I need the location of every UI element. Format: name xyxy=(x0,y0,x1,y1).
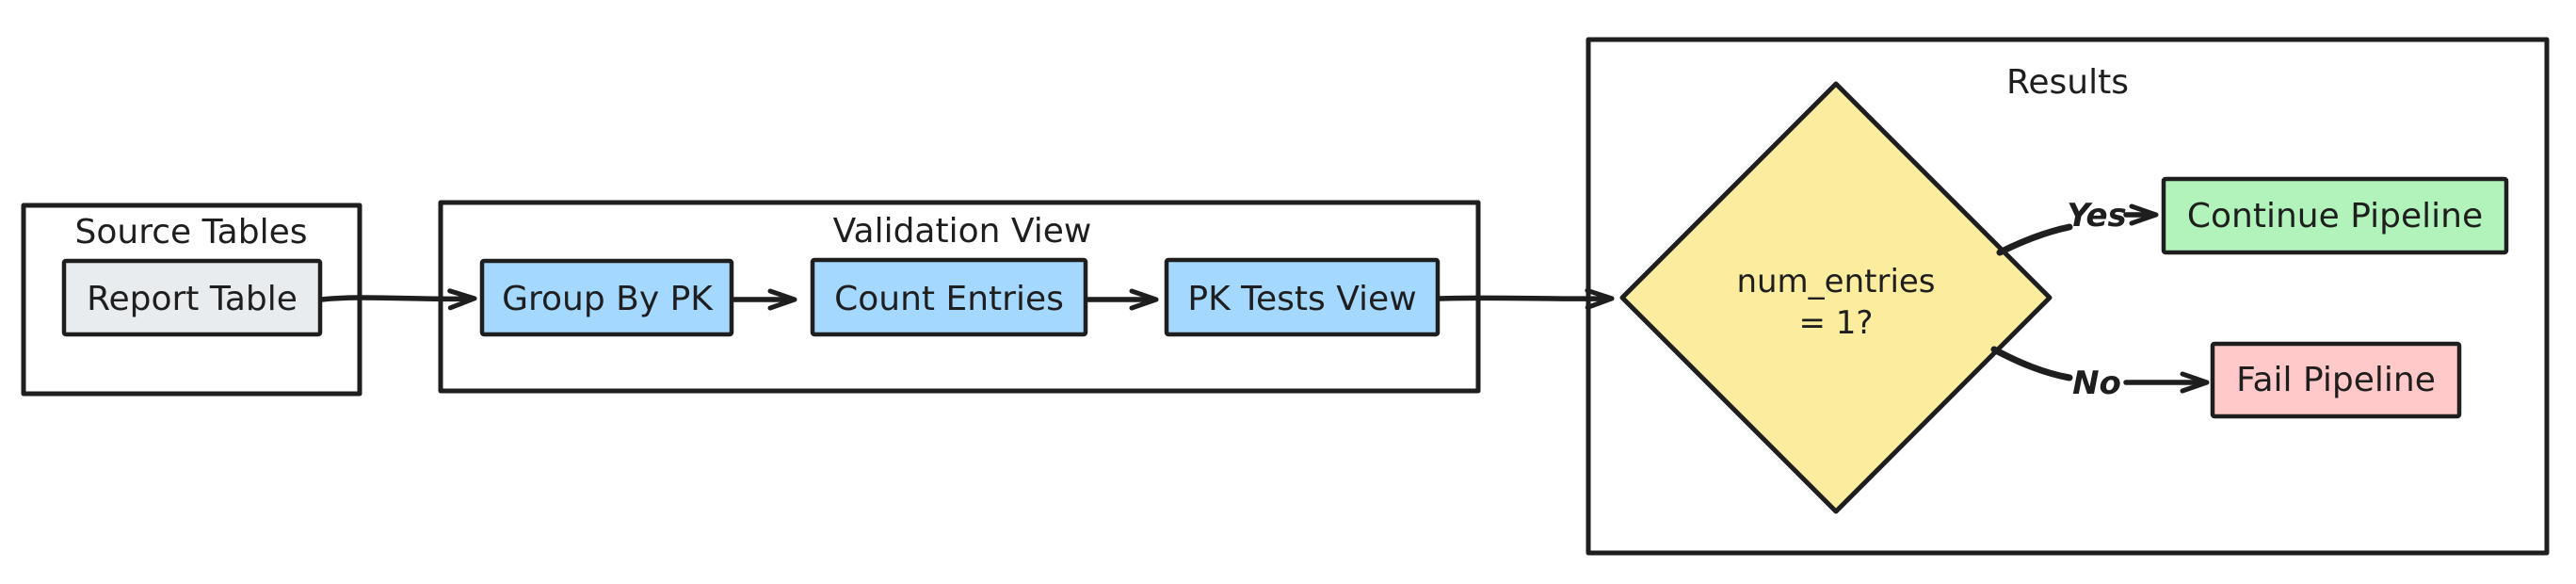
node-continue-pipeline-label: Continue Pipeline xyxy=(2187,197,2483,235)
source-tables-title: Source Tables xyxy=(75,213,308,251)
no-label: No xyxy=(2072,365,2121,402)
arrow-pk-to-decision xyxy=(1436,287,1615,310)
no-branch-line xyxy=(1990,346,2073,381)
node-report-table-label: Report Table xyxy=(87,280,298,318)
node-group-by-pk xyxy=(479,258,734,337)
node-fail-pipeline xyxy=(2210,341,2462,419)
yes-branch-line xyxy=(1996,223,2073,256)
node-group-by-pk-label: Group By PK xyxy=(502,280,714,318)
decision-diamond xyxy=(1619,81,2053,514)
node-continue-pipeline xyxy=(2161,176,2509,255)
yes-label: Yes xyxy=(2067,197,2127,235)
node-count-entries-label: Count Entries xyxy=(834,280,1064,318)
validation-view-title: Validation View xyxy=(833,212,1092,251)
decision-label-line1: num_entries xyxy=(1736,263,1935,300)
arrow-report-to-group xyxy=(318,288,477,311)
results-title: Results xyxy=(2006,63,2129,102)
decision-label-line2: = 1? xyxy=(1799,304,1874,342)
node-fail-pipeline-label: Fail Pipeline xyxy=(2236,361,2436,399)
node-pk-tests-view-label: PK Tests View xyxy=(1187,280,1416,318)
